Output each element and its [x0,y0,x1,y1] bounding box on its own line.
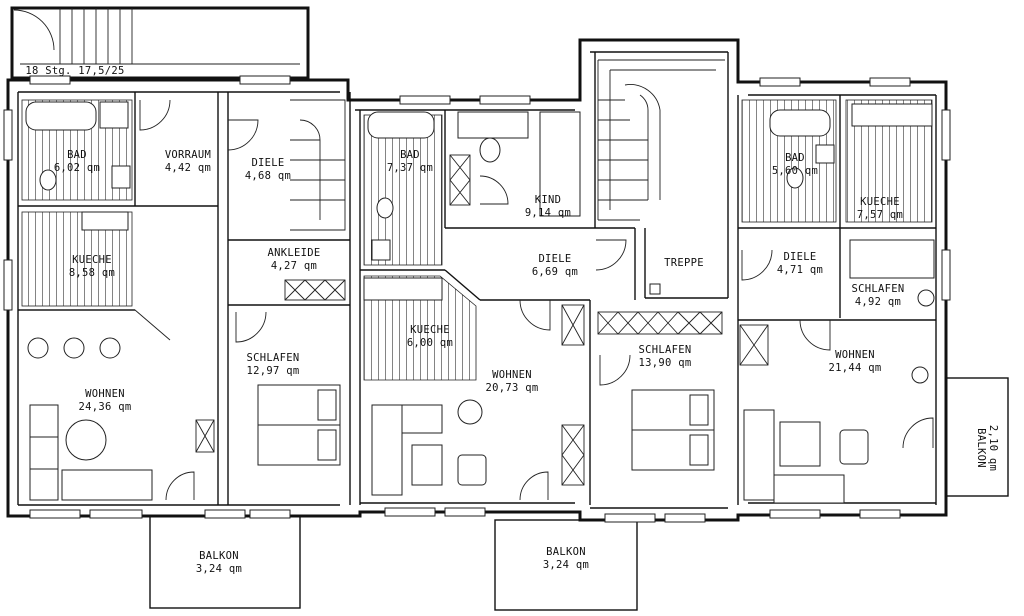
room-area-balkon-right: 2,10 qm [987,425,999,471]
interior-walls [18,52,936,505]
room-name-bad-left: BAD [67,149,87,161]
room-name-balkon-left: BALKON [199,550,239,562]
room-area-kueche-right: 7,57 qm [857,209,903,221]
room-area-bad-right: 5,60 qm [772,165,818,177]
room-area-schlafen-left: 12,97 qm [247,365,300,377]
room-area-bad-left: 6,02 qm [54,162,100,174]
furniture [29,239,935,504]
windows [3,75,951,523]
room-area-kueche-left: 8,58 qm [69,267,115,279]
room-name-kind: KIND [535,194,562,206]
room-area-ankleide: 4,27 qm [271,260,317,272]
room-area-schlafen-right: 4,92 qm [855,296,901,308]
room-name-vorraum: VORRAUM [165,149,211,161]
room-name-kueche-left: KUECHE [72,254,112,266]
room-area-vorraum: 4,42 qm [165,162,211,174]
room-name-kueche-middle: KUECHE [410,324,450,336]
room-name-diele-left: DIELE [251,157,284,169]
room-area-wohnen-middle: 20,73 qm [486,382,539,394]
room-name-ankleide: ANKLEIDE [268,247,321,259]
room-name-bad-middle: BAD [400,149,420,161]
room-area-schlafen-middle: 13,90 qm [639,357,692,369]
room-area-diele-middle: 6,69 qm [532,266,578,278]
room-area-diele-left: 4,68 qm [245,170,291,182]
room-name-schlafen-right: SCHLAFEN [852,283,905,295]
room-name-wohnen-left: WOHNEN [85,388,125,400]
room-area-balkon-middle: 3,24 qm [543,559,589,571]
room-name-balkon-right: BALKON [975,428,987,468]
doors [139,99,934,501]
room-name-diele-right: DIELE [783,251,816,263]
room-name-schlafen-middle: SCHLAFEN [639,344,692,356]
room-name-bad-right: BAD [785,152,805,164]
room-area-wohnen-left: 24,36 qm [79,401,132,413]
room-name-wohnen-right: WOHNEN [835,349,875,361]
room-area-diele-right: 4,71 qm [777,264,823,276]
room-name-schlafen-left: SCHLAFEN [247,352,300,364]
entry-stairs [13,8,300,65]
room-area-wohnen-right: 21,44 qm [829,362,882,374]
room-name-balkon-middle: BALKON [546,546,586,558]
room-name-treppe: TREPPE [664,257,704,269]
room-area-balkon-left: 3,24 qm [196,563,242,575]
room-area-kueche-middle: 6,00 qm [407,337,453,349]
room-name-wohnen-middle: WOHNEN [492,369,532,381]
room-name-diele-middle: DIELE [538,253,571,265]
tiled-areas [21,99,933,381]
room-labels: BAD 6,02 qm VORRAUM 4,42 qm DIELE 4,68 q… [54,149,999,575]
room-name-kueche-right: KUECHE [860,196,900,208]
stair-core [290,59,725,295]
room-area-kind: 9,14 qm [525,207,571,219]
stair-note: 18 Stg. 17,5/25 [25,65,124,77]
room-area-bad-middle: 7,37 qm [387,162,433,174]
fixtures [20,101,933,486]
